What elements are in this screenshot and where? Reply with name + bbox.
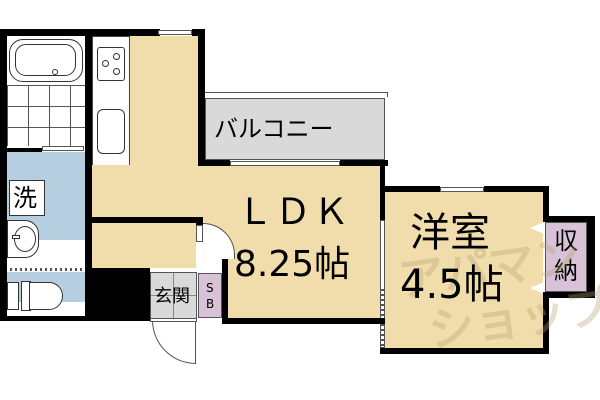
wall-ldk-balcony-left <box>198 29 205 165</box>
wall-western-right-bottom <box>543 292 549 354</box>
wall-storage-bottom <box>543 292 595 298</box>
toilet-icon <box>7 281 63 311</box>
wall-balcony-bottom-l <box>198 160 230 166</box>
wall-storage-right <box>587 216 595 298</box>
storage-door-lower[interactable] <box>530 282 544 294</box>
hallway <box>92 222 196 268</box>
washroom-label: 洗 <box>13 184 37 212</box>
wall-hall-door-post <box>196 217 203 225</box>
western-room-size: 4.5帖 <box>400 262 504 308</box>
wall-top-right <box>192 29 200 36</box>
shoe-box-label-b: B <box>206 297 215 311</box>
entrance-threshold <box>150 318 197 322</box>
entrance-label: 玄関 <box>154 286 190 307</box>
bathroom-tiles <box>7 85 85 146</box>
kitchen-sink-icon <box>97 109 125 154</box>
bathtub-icon <box>9 39 83 82</box>
washing-machine-space: 洗 <box>9 180 45 216</box>
ldk-size: 8.25帖 <box>234 244 351 285</box>
ldk-label: ＬＤＫ <box>237 192 352 233</box>
wall-ldk-bottom <box>222 318 385 324</box>
stove-icon <box>97 47 125 81</box>
wall-bath-wash <box>7 148 42 152</box>
western-room <box>385 192 543 348</box>
ldk-door-gap <box>196 225 203 242</box>
wall-western-right-top <box>543 186 549 222</box>
balcony: バルコニー <box>205 98 385 160</box>
shoe-box: S B <box>198 273 222 318</box>
wall-western-bottom <box>380 348 549 354</box>
ldk-kitchen-area <box>130 36 199 166</box>
wall-balcony-bottom-r <box>340 160 388 166</box>
wall-western-top-r <box>484 186 546 192</box>
ldk-main <box>92 165 380 217</box>
entrance-door[interactable] <box>152 320 196 364</box>
shoe-box-label-s: S <box>206 281 214 295</box>
western-room-label: 洋室 <box>410 210 490 256</box>
wall-bath-kitchen <box>85 29 92 319</box>
wall-left <box>0 29 7 319</box>
storage-label-1: 収 <box>554 227 578 255</box>
wall-hall-top <box>92 217 196 223</box>
wall-bottom-left <box>0 316 150 321</box>
wall-western-top-l <box>380 186 440 192</box>
window-top <box>158 30 192 35</box>
storage-label-2: 納 <box>554 257 578 285</box>
ldk-western-sliding-door[interactable] <box>380 220 385 290</box>
bathroom-door[interactable] <box>42 146 84 151</box>
storage-door-upper[interactable] <box>530 222 544 234</box>
window-western-top[interactable] <box>440 187 484 192</box>
wall-top-left <box>0 29 160 36</box>
balcony-label: バルコニー <box>214 115 334 143</box>
wall-entry-sb <box>222 242 228 320</box>
balcony-sliding-window[interactable] <box>230 161 340 166</box>
entrance: 玄関 <box>150 272 197 319</box>
toilet-door[interactable] <box>7 268 85 271</box>
wall-hall-bottom <box>85 268 150 320</box>
ldk-lower <box>222 217 380 320</box>
sink-icon <box>7 220 39 258</box>
storage: 収 納 <box>545 222 587 292</box>
balcony-railing <box>200 92 388 97</box>
wall-storage-top <box>543 216 595 222</box>
